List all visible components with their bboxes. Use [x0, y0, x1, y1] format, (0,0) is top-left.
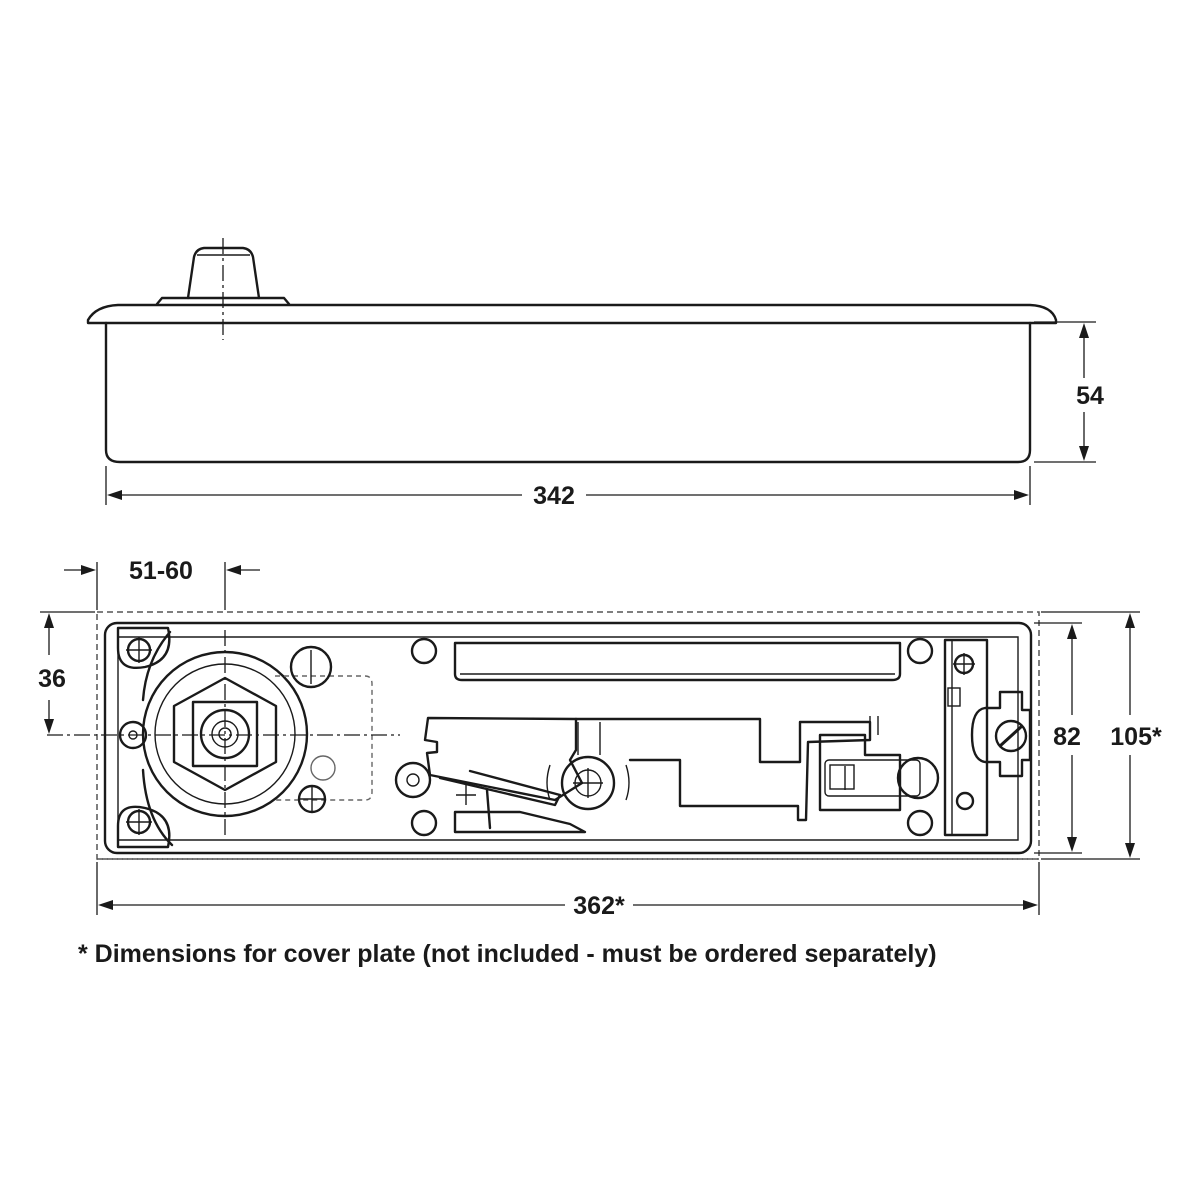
spindle-cavity [180, 632, 380, 845]
cover-plate-footnote: * Dimensions for cover plate (not includ… [78, 940, 937, 968]
housing-outer [103, 621, 1033, 855]
dimension-label-105: 105* [1110, 723, 1162, 751]
lever-body-left [423, 716, 584, 802]
lever-stop [485, 788, 492, 830]
spindle-cavity-arc [141, 630, 174, 847]
adjust-hole-bottom [297, 784, 327, 814]
dimension-label-36: 36 [38, 665, 66, 693]
screw-hole-top-left [126, 637, 152, 663]
body-hole-1 [410, 637, 438, 665]
dimension-label-54: 54 [1076, 382, 1104, 410]
dimension-height-54: 54 [1034, 321, 1104, 463]
dimension-label-82: 82 [1053, 723, 1081, 751]
lever-arm [438, 769, 562, 807]
spindle-hex-nut [172, 676, 278, 792]
plan-view-body [47, 621, 1033, 855]
side-view-body [104, 321, 1032, 464]
valve-assembly [818, 716, 940, 812]
dimension-label-51-60: 51-60 [129, 557, 193, 585]
piston-outline [574, 717, 872, 822]
roller-left [394, 761, 432, 799]
top-channel [453, 641, 902, 682]
hidden-block-outline [275, 675, 373, 801]
corner-lobe-top-left [116, 626, 171, 669]
lever-crosshair [456, 785, 476, 805]
end-plate-tab [947, 687, 961, 707]
dimension-cover-length: 362* [96, 862, 1040, 920]
adjustment-screw [970, 690, 1032, 778]
lever-wedge [453, 810, 587, 834]
corner-lobe-bottom-left [116, 805, 171, 849]
body-hole-4 [906, 809, 934, 837]
housing-inner-rim [117, 636, 1019, 841]
dimension-body-width: 82 [1034, 622, 1082, 854]
end-plate-screw-top [953, 653, 975, 675]
lever-pivot [546, 755, 630, 811]
body-hole-2 [410, 809, 438, 837]
hidden-hole [310, 755, 336, 781]
adjust-hole-top [289, 645, 333, 689]
screw-hole-bottom-left [126, 809, 152, 835]
lever-arm-slot [577, 722, 601, 755]
dimension-length-342: 342 [105, 466, 1031, 510]
dimension-spindle-offset: 51-60 [64, 557, 260, 610]
dimension-cover-width: 105* [1041, 611, 1162, 860]
end-plate [943, 638, 989, 837]
dimension-spindle-height: 36 [38, 611, 95, 734]
dimension-label-342: 342 [533, 482, 575, 510]
dimension-label-362: 362* [573, 892, 625, 920]
end-plate-hole [955, 791, 975, 811]
side-view [86, 238, 1058, 464]
side-view-flange [86, 303, 1058, 325]
body-hole-3 [906, 637, 934, 665]
